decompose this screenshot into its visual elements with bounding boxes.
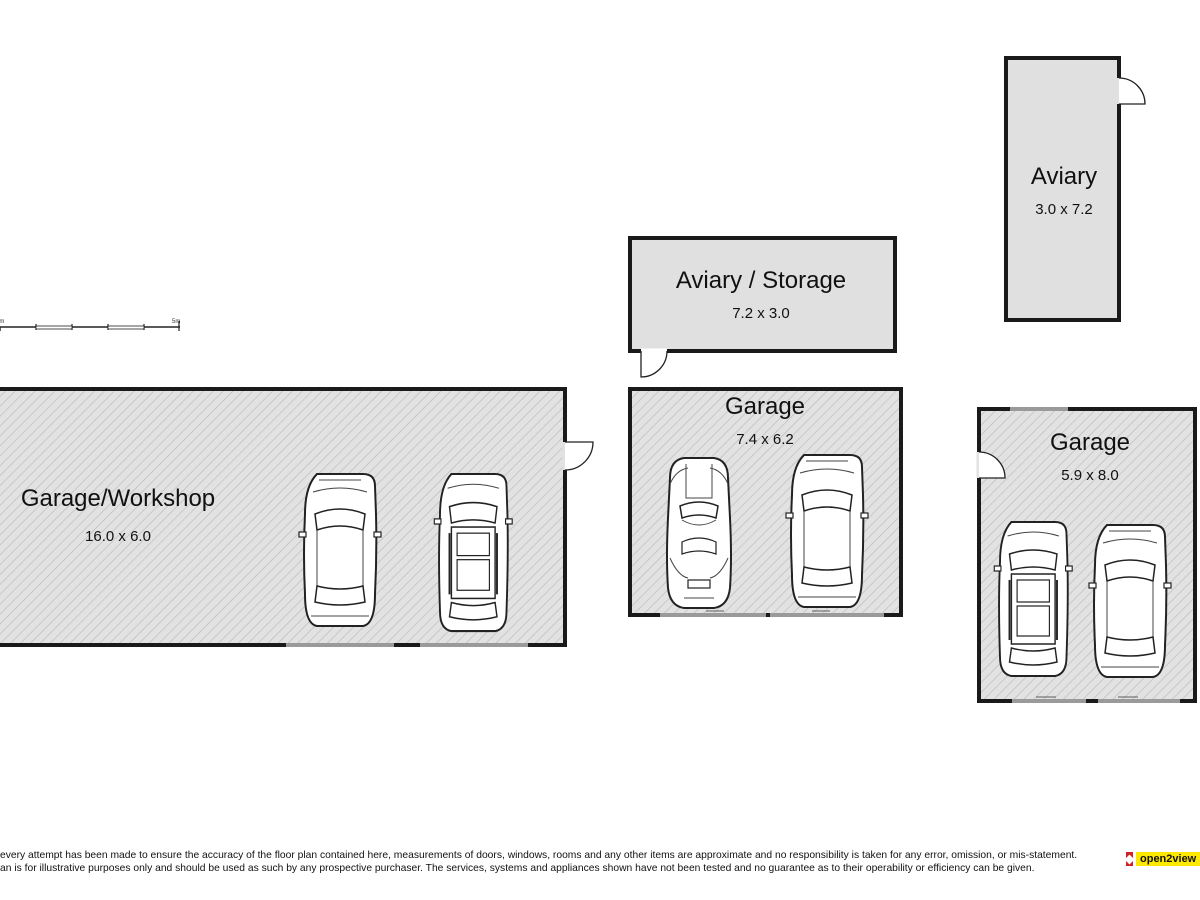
room-dimensions: 5.9 x 8.0 — [1061, 467, 1119, 484]
room-title: Garage/Workshop — [21, 485, 215, 512]
room-aviary-storage: Aviary / Storage 7.2 x 3.0 — [628, 236, 897, 378]
room-dimensions: 3.0 x 7.2 — [1035, 201, 1093, 218]
open2view-logo: open2view — [1124, 851, 1200, 867]
room-dimensions: 7.4 x 6.2 — [736, 431, 794, 448]
room-aviary: Aviary 3.0 x 7.2 — [1004, 56, 1146, 322]
car-icon — [1088, 524, 1172, 678]
room-dimensions: 16.0 x 6.0 — [85, 528, 151, 545]
suv-icon — [433, 472, 514, 633]
disclaimer-line-1: every attempt has been made to ensure th… — [0, 850, 1078, 861]
house-icon — [1124, 852, 1135, 866]
room-garage-middle: Garage 7.4 x 6.2 — [628, 387, 903, 617]
room-garage-workshop: Garage/Workshop 16.0 x 6.0 — [0, 387, 594, 647]
car-icon — [298, 473, 382, 627]
disclaimer-line-2: an is for illustrative purposes only and… — [0, 863, 1035, 874]
room-title: Garage — [1050, 429, 1130, 456]
room-garage-right: Garage 5.9 x 8.0 — [976, 407, 1197, 703]
room-dimensions: 7.2 x 3.0 — [732, 305, 790, 322]
car-icon — [785, 454, 869, 608]
scale-bar: 0m 5m — [0, 319, 180, 331]
scale-start-label: 0m — [0, 319, 4, 325]
disclaimer: every attempt has been made to ensure th… — [0, 849, 1120, 875]
scale-end-label: 5m — [172, 319, 180, 325]
room-title: Aviary / Storage — [676, 267, 846, 294]
suv-icon — [993, 521, 1074, 677]
logo-text: open2view — [1136, 852, 1200, 866]
room-title: Garage — [725, 393, 805, 420]
room-title: Aviary — [1031, 163, 1097, 190]
classic-car-icon — [666, 457, 732, 609]
